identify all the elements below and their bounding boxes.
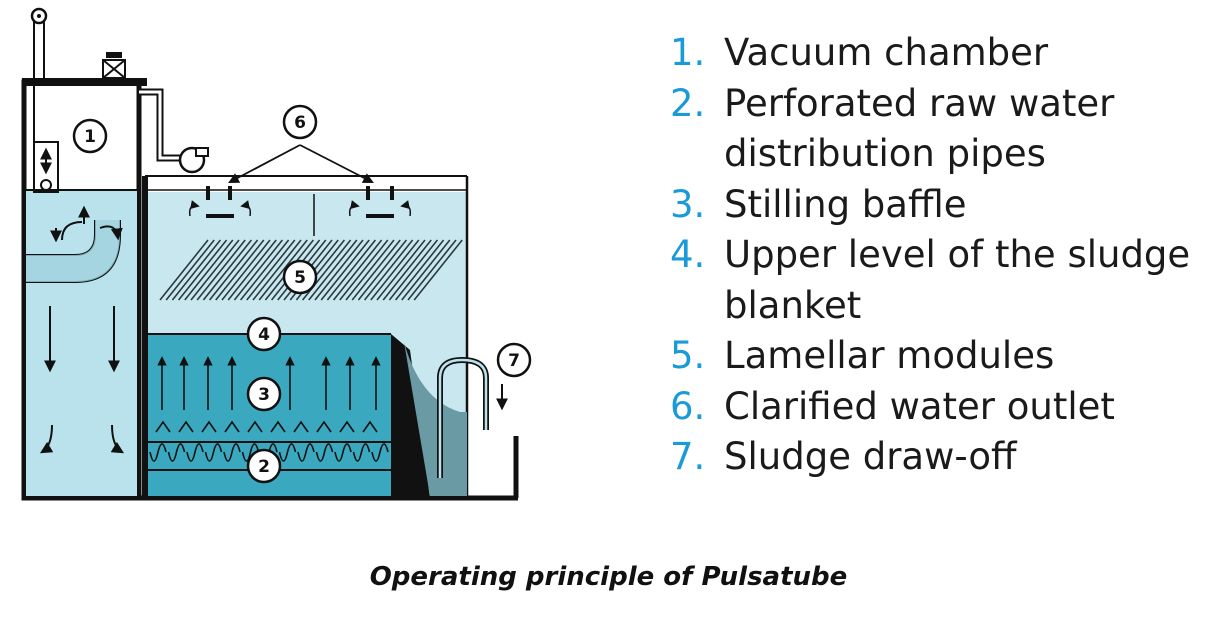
chevron [316,420,332,433]
legend-label-continued: blanket [724,283,862,327]
lamella [363,239,414,301]
lamella [382,239,432,301]
legend-label-continued: distribution pipes [724,132,1046,175]
lamella [376,239,426,301]
lamella [177,239,228,301]
lamella [413,239,463,301]
pipe-wave [315,443,334,462]
lamella [407,239,457,301]
svg-text:3: 3 [258,385,270,405]
lamella [339,239,389,301]
lamella [165,239,215,301]
legend-label: Upper level of the sludge [724,233,1191,276]
lamella [401,239,451,301]
legend-number: 4. [670,233,706,276]
chevron [339,420,355,433]
lamella [227,239,277,301]
legend-item-1: 1. Vacuum chamber [670,28,1210,79]
lamella [258,239,308,301]
lamella [221,239,271,301]
lamella [370,239,420,301]
pipe-wave [278,443,297,462]
lamella [190,239,240,301]
lamella [388,239,439,301]
svg-text:5: 5 [294,268,306,288]
lamella [246,239,296,301]
legend-number: 6. [670,384,706,428]
lamella [208,239,259,301]
legend-number: 1. [670,31,706,74]
pipe-wave [241,443,260,462]
chevron [247,420,263,433]
pipe-wave [297,443,315,462]
legend-number: 5. [670,334,706,377]
pipe-wave [352,443,371,462]
lamella [184,239,234,301]
marker-6: 6 [282,104,318,140]
lamella [202,239,253,301]
lamella [196,239,246,301]
legend-number: 2. [670,81,706,125]
chevron [293,420,309,433]
lamella [314,239,364,301]
pipe-wave [223,443,241,462]
lamella [252,239,302,301]
svg-text:7: 7 [508,351,520,371]
marker-1: 1 [72,118,108,154]
svg-text:2: 2 [258,457,270,477]
legend-number: 7. [670,435,706,478]
legend-item-5: 5. Lamellar modules [670,331,1210,382]
chevron [224,420,240,433]
svg-text:4: 4 [258,325,270,345]
legend-label: Perforated raw water [724,81,1115,125]
lamella [332,239,383,301]
chevron [155,420,171,433]
legend-item-4: 4. Upper level of the sludge blanket [670,230,1210,331]
lamella [351,239,401,301]
legend-label: Stilling baffle [724,182,967,226]
lamella [326,239,377,301]
lamella [308,239,358,301]
lamella [159,239,209,301]
legend-item-6: 6. Clarified water outlet [670,382,1210,433]
marker-3: 3 [246,376,282,412]
chevron [270,420,286,433]
marker-2: 2 [246,448,282,484]
chevron [362,420,378,433]
legend-item-3: 3. Stilling baffle [670,180,1210,231]
legend-label: Sludge draw-off [724,435,1017,478]
pipe-wave [167,443,186,462]
clarifier-tank [139,144,519,501]
legend-label: Clarified water outlet [724,384,1115,428]
lamella [171,239,222,301]
legend-item-2: 2. Perforated raw water distribution pipes [670,79,1210,180]
vacuum-chamber [21,7,209,501]
marker-7: 7 [496,342,532,378]
lamella [233,239,284,301]
chevron [178,420,194,433]
lamella [239,239,290,301]
chevron [201,420,217,433]
pipe-wave [149,443,167,462]
svg-text:1: 1 [84,127,96,147]
legend-list: 1. Vacuum chamber 2. Perforated raw water d… [670,28,1210,483]
lamella [357,239,408,301]
pipe-wave [334,443,352,462]
legend-label: Lamellar modules [724,334,1055,377]
pulsatube-diagram: 1 2 3 4 5 6 7 [21,7,532,501]
pipe-wave [204,443,223,462]
legend-label: Vacuum chamber [724,31,1049,74]
legend-item-7: 7. Sludge draw-off [670,432,1210,483]
pipe-wave [186,443,204,462]
figure-caption: Operating principle of Pulsatube [369,562,848,592]
marker-4: 4 [246,316,282,352]
lamella [215,239,265,301]
legend-number: 3. [670,182,706,226]
svg-text:6: 6 [294,113,306,133]
lamella [345,239,395,301]
pipe-wave [371,443,389,462]
marker-5: 5 [282,259,318,295]
lamella [320,239,370,301]
lamella [394,239,445,301]
